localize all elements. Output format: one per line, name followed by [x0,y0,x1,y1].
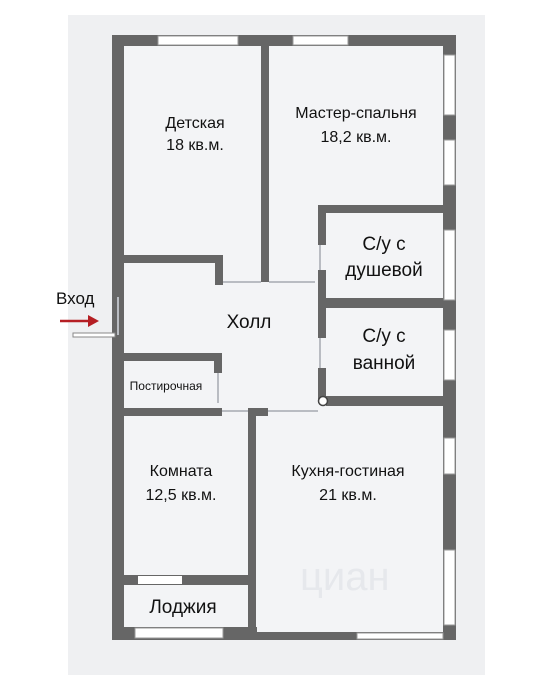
window-frames [134,35,456,640]
watermark: циан [300,555,390,599]
room-bath-shower-line1: С/у с [362,234,405,255]
room-hall-name: Холл [227,312,272,333]
room-kitchen-area: 21 кв.м. [319,487,377,504]
entrance-label: Вход [56,289,95,308]
room-kitchen-name: Кухня-гостиная [291,463,404,480]
room-master-name: Мастер-спальня [295,105,416,122]
room-bath-tub-line2: ванной [353,353,416,374]
windows [135,36,455,639]
room-laundry-name: Постирочная [130,379,203,393]
room-bath-shower-line2: душевой [345,260,422,281]
entrance-arrow-icon [60,315,99,327]
floor-area [112,35,456,640]
room-master-area: 18,2 кв.м. [321,129,392,146]
room-loggia-name: Лоджия [149,597,216,618]
room-detskaya-area: 18 кв.м. [166,137,224,154]
door-openings [117,245,321,412]
entrance-door [72,332,116,338]
door-pivot-icon [317,395,329,407]
room-detskaya-name: Детская [165,115,224,132]
room-komnata-area: 12,5 кв.м. [146,487,217,504]
interior-walls [112,46,443,632]
room-bath-tub-line1: С/у с [362,326,405,347]
room-komnata-name: Комната [150,463,213,480]
